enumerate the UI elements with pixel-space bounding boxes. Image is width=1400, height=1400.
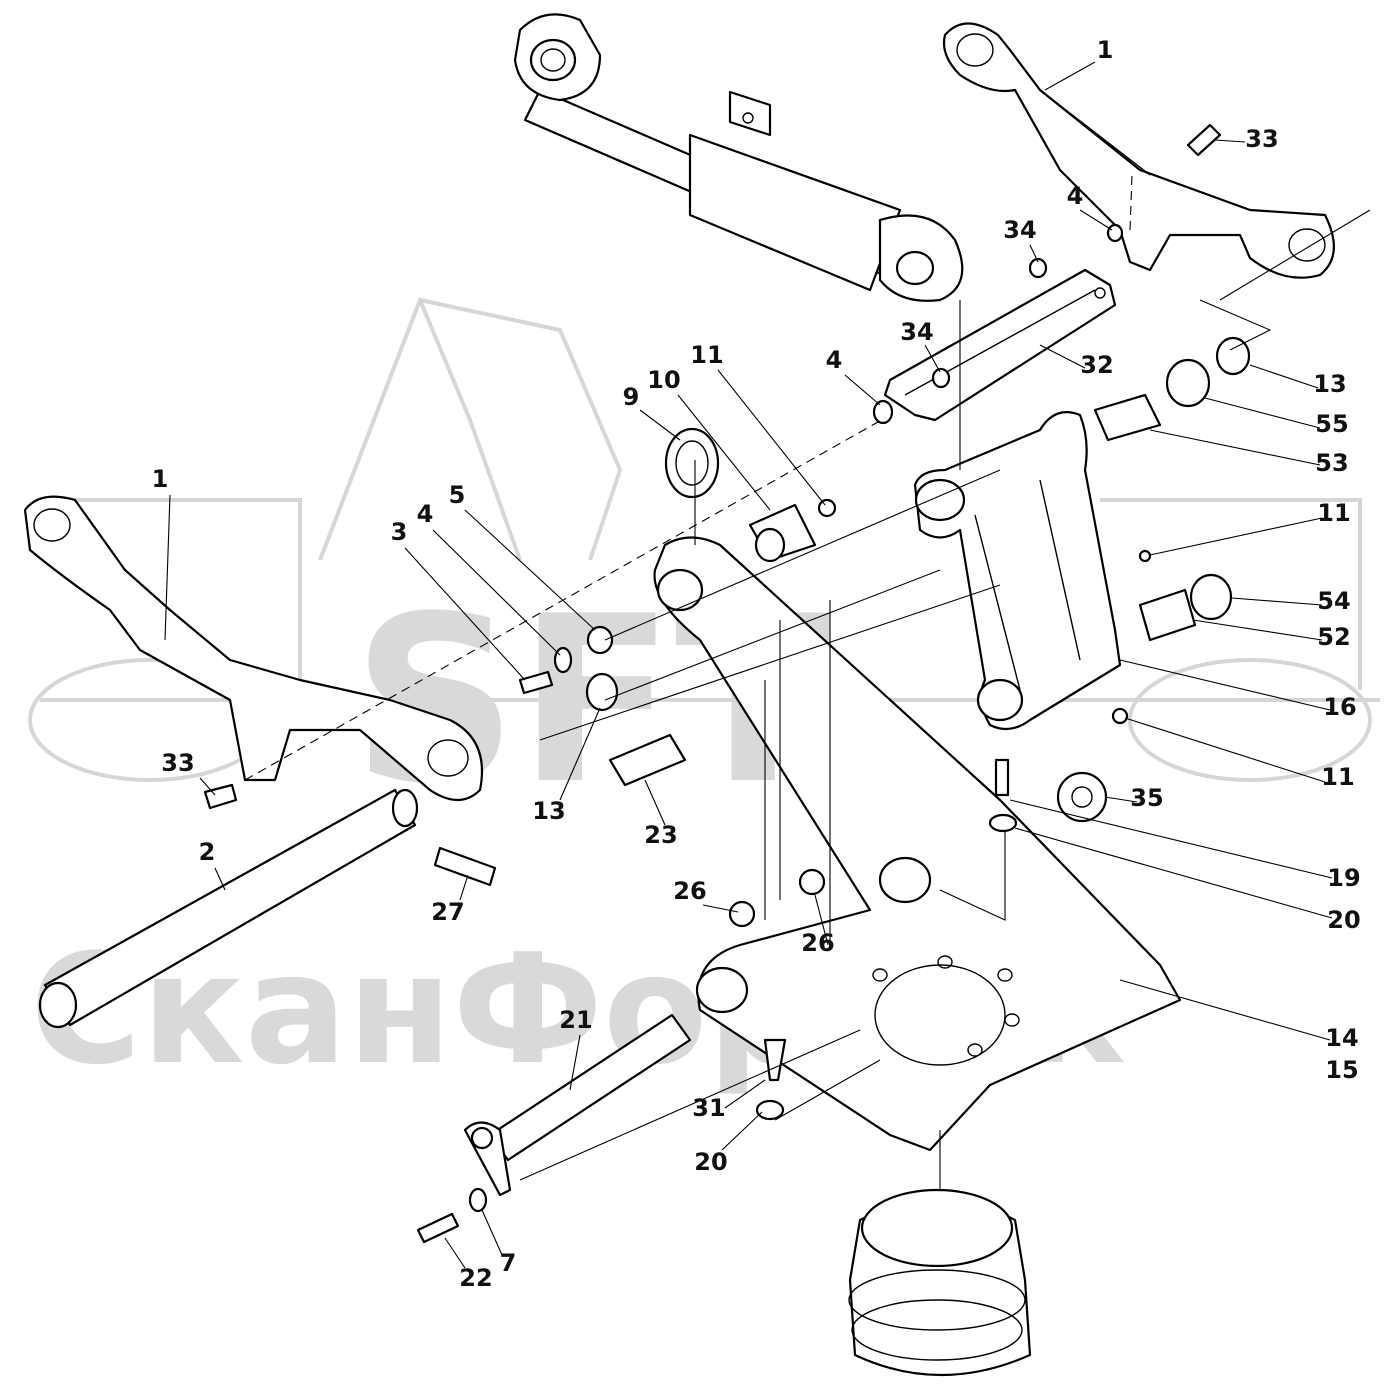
part-2-pin xyxy=(38,788,419,1029)
callout-c5: 5 xyxy=(449,481,466,509)
part-21-pin xyxy=(463,1013,692,1197)
part-1-lower-lift-arm xyxy=(23,495,484,802)
part-13-washer-a xyxy=(1215,336,1251,376)
callout-c32: 32 xyxy=(1080,351,1113,379)
callout-c4b: 4 xyxy=(826,346,843,374)
callout-c9: 9 xyxy=(623,383,640,411)
callout-c21: 21 xyxy=(559,1006,592,1034)
part-9-bearing xyxy=(664,427,720,499)
callout-c22: 22 xyxy=(459,1264,492,1292)
callout-c23: 23 xyxy=(644,821,677,849)
callout-c10: 10 xyxy=(647,366,680,394)
callout-c34b: 34 xyxy=(900,318,933,346)
callout-c13b: 13 xyxy=(532,797,565,825)
callout-c26b: 26 xyxy=(801,929,834,957)
callout-c14: 14 xyxy=(1325,1024,1358,1052)
callout-c7: 7 xyxy=(500,1249,517,1277)
part-16-swivel-bracket xyxy=(913,411,1122,731)
callout-c11a: 11 xyxy=(690,341,723,369)
part-26-washer-b xyxy=(798,868,826,896)
callout-c54: 54 xyxy=(1317,587,1350,615)
callout-c2: 2 xyxy=(199,838,216,866)
callout-leaders xyxy=(164,61,1333,1269)
callout-c4c: 4 xyxy=(417,500,434,528)
hydraulic-cylinder xyxy=(513,13,964,302)
part-22-bolt xyxy=(416,1212,460,1244)
callout-c15: 15 xyxy=(1325,1056,1358,1084)
callout-c33a: 33 xyxy=(1245,125,1278,153)
callout-c53: 53 xyxy=(1315,449,1348,477)
part-54-seal xyxy=(1189,573,1233,621)
part-20-washer-a xyxy=(988,813,1018,833)
callout-c20b: 20 xyxy=(694,1148,727,1176)
part-19-bolt xyxy=(994,758,1010,797)
callout-c35: 35 xyxy=(1130,784,1163,812)
part-5-washer xyxy=(586,625,614,655)
part-4-washer-a xyxy=(1106,223,1124,243)
part-11-nipple-c xyxy=(1111,707,1129,725)
part-13-washer-b xyxy=(585,672,619,712)
part-3-bolt xyxy=(518,670,554,695)
part-11-nipple-b xyxy=(1138,549,1152,563)
callout-c1b: 1 xyxy=(152,465,169,493)
callout-c52: 52 xyxy=(1317,623,1350,651)
callout-c11b: 11 xyxy=(1317,499,1350,527)
part-23-spacer xyxy=(608,733,687,787)
callout-c55: 55 xyxy=(1315,410,1348,438)
part-27-pin xyxy=(433,846,497,887)
part-33-bolt-a xyxy=(1186,123,1222,157)
callout-c1a: 1 xyxy=(1097,36,1114,64)
part-14-main-boom-arm xyxy=(653,536,1182,1152)
part-1-upper-lift-arm xyxy=(942,22,1335,279)
callout-c27: 27 xyxy=(431,898,464,926)
part-26-washer-a xyxy=(728,900,756,928)
callout-c33b: 33 xyxy=(161,749,194,777)
callout-c31: 31 xyxy=(692,1094,725,1122)
callout-c34a: 34 xyxy=(1003,216,1036,244)
part-20-washer-b xyxy=(755,1099,785,1121)
callout-c13a: 13 xyxy=(1313,370,1346,398)
part-34-nut-a xyxy=(1028,257,1048,279)
part-4-washer-b xyxy=(872,399,894,425)
callout-c19: 19 xyxy=(1327,864,1360,892)
part-11-nipple-a xyxy=(817,498,837,518)
part-55-seal xyxy=(1165,358,1211,408)
small-parts xyxy=(203,123,1251,1244)
callout-c3: 3 xyxy=(391,518,408,546)
part-7-washer xyxy=(468,1187,488,1213)
part-34-nut-b xyxy=(931,367,951,389)
callout-c26a: 26 xyxy=(673,877,706,905)
part-33-bolt-b xyxy=(203,783,238,810)
part-52-bushing xyxy=(1138,588,1197,642)
callout-c11c: 11 xyxy=(1321,763,1354,791)
rotator-unit xyxy=(848,1188,1032,1377)
callout-c20a: 20 xyxy=(1327,906,1360,934)
part-4-washer-c xyxy=(553,646,573,674)
callout-c16: 16 xyxy=(1323,693,1356,721)
assembly-lines xyxy=(244,174,1371,1190)
part-53-bushing xyxy=(1093,393,1162,442)
callout-c4a: 4 xyxy=(1067,182,1084,210)
